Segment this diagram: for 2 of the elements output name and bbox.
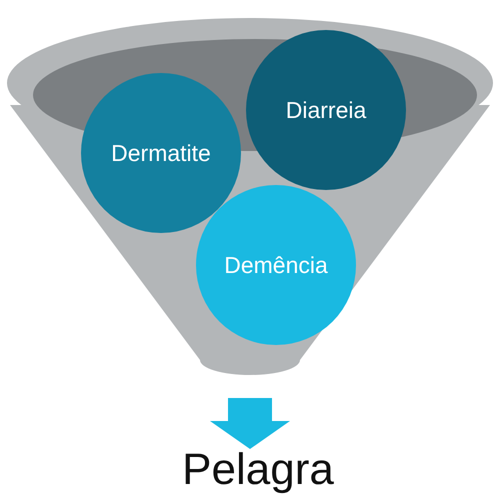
result-label: Pelagra <box>150 448 366 494</box>
arrow <box>210 398 290 449</box>
